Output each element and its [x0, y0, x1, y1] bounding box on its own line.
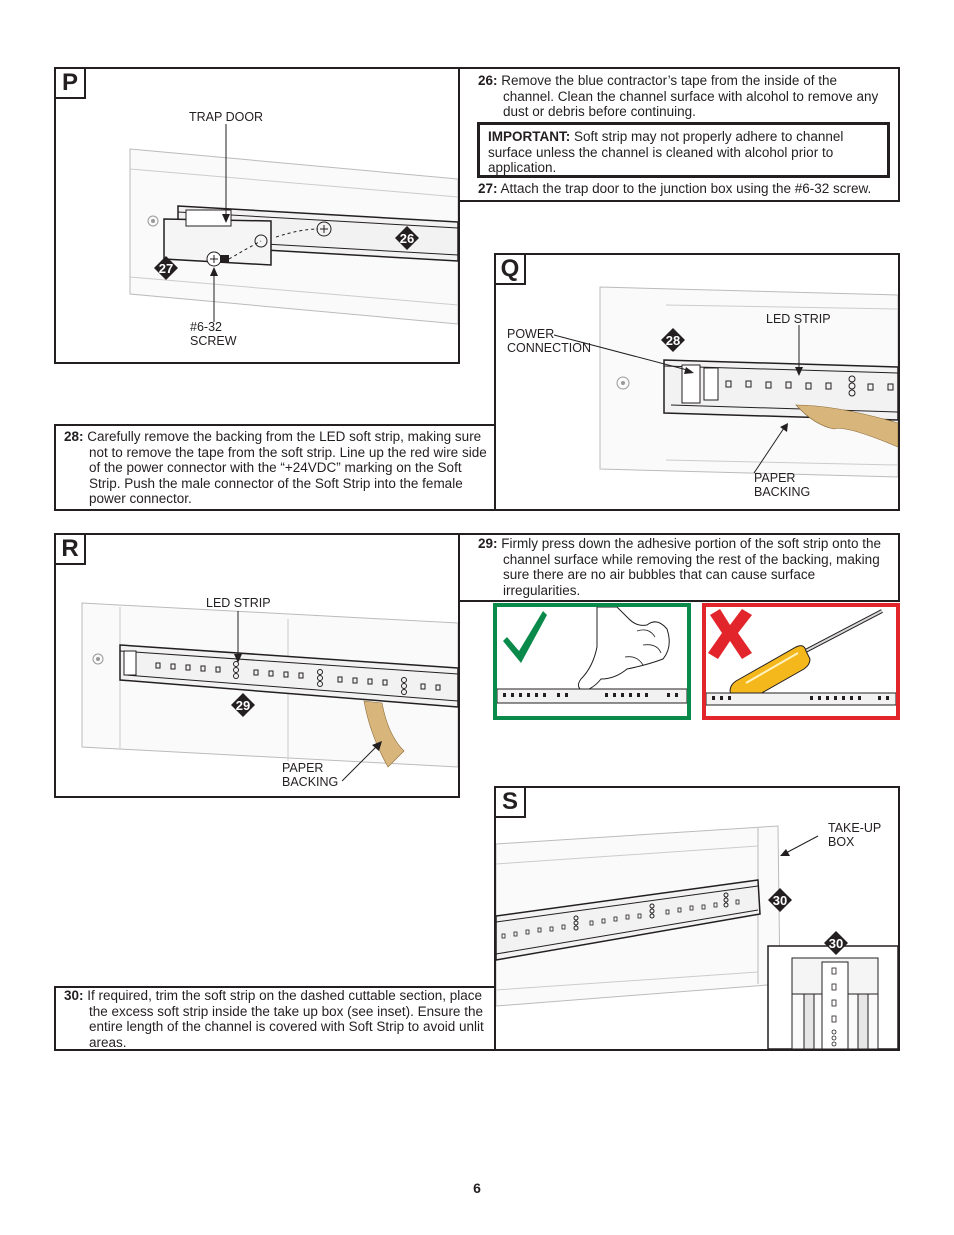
- badge-26-text: 26: [400, 231, 414, 246]
- step-28: 28: Carefully remove the backing from th…: [64, 429, 488, 507]
- step-26: 26: Remove the blue contractor’s tape fr…: [478, 73, 888, 120]
- step-29-text: Firmly press down the adhesive portion o…: [501, 536, 881, 598]
- label-screw: SCREW: [190, 334, 237, 348]
- correct-example: [493, 603, 691, 720]
- step-26-number: 26:: [478, 73, 498, 88]
- panel-p-illustration: 26 27: [129, 124, 458, 325]
- important-note: IMPORTANT: Soft strip may not properly a…: [477, 122, 890, 178]
- panel-s-illustration: 30 30: [496, 825, 898, 1049]
- label-backing-q: BACKING: [754, 485, 811, 499]
- label-paper-q: PAPER: [754, 471, 796, 485]
- panel-p: P 26 27 TRAP D: [54, 67, 460, 364]
- badge-30-main-text: 30: [773, 893, 787, 908]
- panel-r: R 29 LED STRIP PAPER BACK: [54, 533, 460, 798]
- important-label: IMPORTANT:: [488, 129, 571, 144]
- step-30-number: 30:: [64, 988, 84, 1003]
- label-connection: CONNECTION: [507, 341, 592, 355]
- panel-q: Q 28 POWER CONNECTION: [494, 253, 900, 511]
- step-30-box: 30: If required, trim the soft strip on …: [54, 986, 496, 1051]
- step-26-text: Remove the blue contractor’s tape from t…: [501, 73, 879, 120]
- step-27-text: Attach the trap door to the junction box…: [500, 181, 872, 196]
- panel-r-illustration: 29: [81, 602, 458, 782]
- step-badge-30-inset: [824, 931, 848, 955]
- label-screw-size: #6-32: [190, 320, 222, 334]
- step-badge-27: [154, 256, 178, 280]
- step-30-text: If required, trim the soft strip on the …: [87, 988, 484, 1050]
- checkmark-icon: [503, 611, 547, 663]
- incorrect-example: [702, 603, 900, 720]
- step-27-number: 27:: [478, 181, 498, 196]
- screwdriver-icon: [729, 609, 883, 704]
- badge-29-text: 29: [236, 698, 250, 713]
- step-badge-29: [231, 693, 255, 717]
- label-led-strip-q: LED STRIP: [766, 312, 831, 326]
- label-power: POWER: [507, 327, 555, 341]
- label-led-strip-r: LED STRIP: [206, 596, 271, 610]
- panel-q-letter: Q: [496, 255, 526, 285]
- step-badge-26: [395, 226, 419, 250]
- step-29: 29: Firmly press down the adhesive porti…: [478, 536, 893, 598]
- step-badge-30-main: [768, 888, 792, 912]
- badge-28-text: 28: [666, 333, 680, 348]
- label-backing-r: BACKING: [282, 775, 339, 789]
- label-take-up: TAKE-UP: [828, 821, 882, 835]
- step-29-box: 29: Firmly press down the adhesive porti…: [458, 533, 900, 602]
- step-29-number: 29:: [478, 536, 498, 551]
- page-number: 6: [473, 1180, 481, 1196]
- step-30: 30: If required, trim the soft strip on …: [64, 988, 488, 1050]
- label-paper-r: PAPER: [282, 761, 324, 775]
- step-28-text: Carefully remove the backing from the LE…: [87, 429, 487, 507]
- x-mark-icon: [708, 609, 752, 659]
- panel-p-letter: P: [56, 69, 86, 99]
- panel-s: S 30 30: [494, 786, 900, 1051]
- step-27: 27: Attach the trap door to the junction…: [478, 181, 898, 197]
- panel-q-illustration: 28: [553, 286, 898, 478]
- step-badge-28: [661, 328, 685, 352]
- important-text: Soft strip may not properly adhere to ch…: [488, 129, 844, 176]
- badge-27-text: 27: [159, 261, 173, 276]
- step-28-number: 28:: [64, 429, 84, 444]
- panel-s-letter: S: [496, 788, 526, 818]
- badge-30-inset-text: 30: [829, 936, 843, 951]
- label-box: BOX: [828, 835, 855, 849]
- step-28-box: 28: Carefully remove the backing from th…: [54, 424, 496, 511]
- panel-r-letter: R: [56, 535, 86, 565]
- steps-26-27-box: 26: Remove the blue contractor’s tape fr…: [458, 67, 900, 202]
- label-trap-door: TRAP DOOR: [189, 110, 264, 124]
